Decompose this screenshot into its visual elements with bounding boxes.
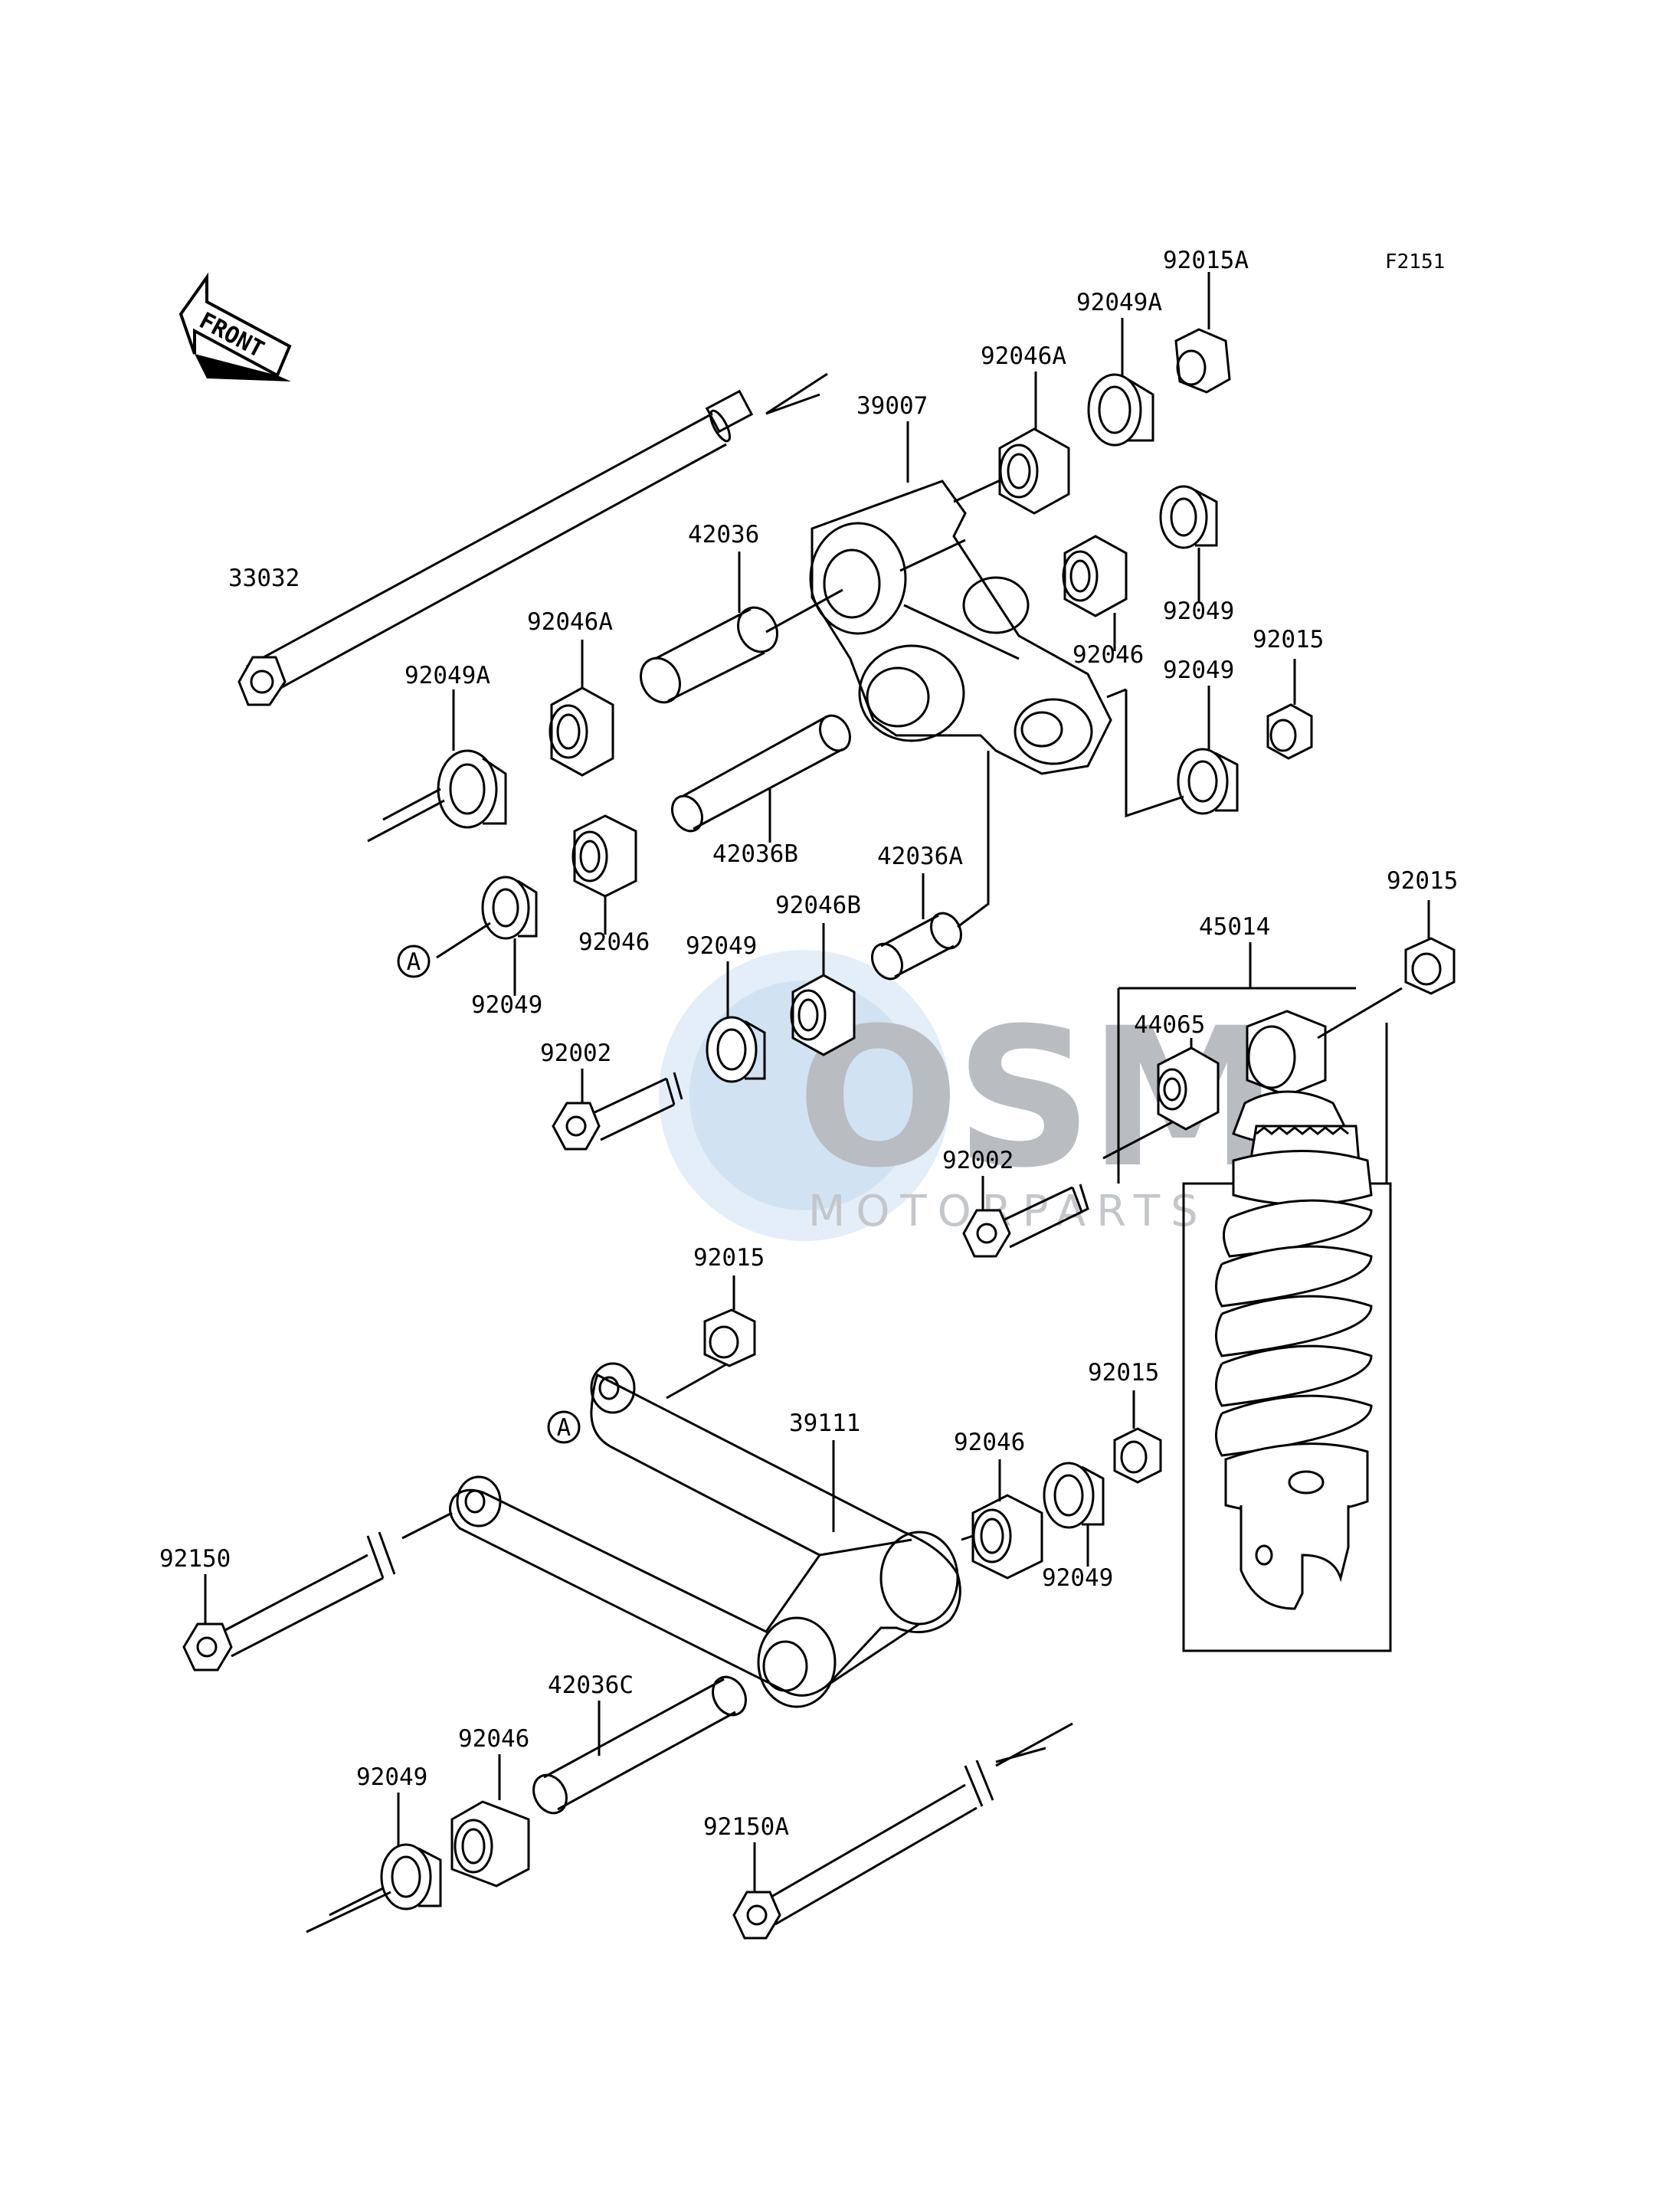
nut-92015-shock: [1404, 937, 1456, 995]
bearing-92046-left: [571, 814, 637, 898]
label-92049-r1: 92049: [1163, 598, 1234, 625]
label-92046-r1: 92046: [1073, 641, 1144, 669]
label-92015A-top: 92015A: [1163, 247, 1249, 274]
washer-92049A-top: [1087, 373, 1154, 447]
label-42036C: 42036C: [548, 1671, 634, 1699]
bolt-92150A: [732, 1722, 1073, 1940]
bearing-92046-right: [1062, 535, 1128, 617]
part-labels: 92015A 92049A 92046A 39007 42036 33032 9…: [159, 247, 1458, 1841]
sleeve-42036B: [671, 714, 851, 833]
washer-92049-link: [1043, 1462, 1105, 1529]
label-42036: 42036: [688, 521, 759, 548]
label-92046-link: 92046: [954, 1429, 1025, 1456]
label-92150: 92150: [159, 1545, 231, 1573]
label-92150A: 92150A: [703, 1813, 789, 1841]
label-92049-r2: 92049: [1163, 656, 1234, 684]
figure-code: F2151: [1385, 250, 1445, 273]
label-92046-left: 92046: [578, 928, 650, 956]
label-39111: 39111: [789, 1410, 860, 1437]
label-92002-right: 92002: [942, 1147, 1014, 1174]
label-92015-link2: 92015: [1088, 1359, 1159, 1387]
label-42036B: 42036B: [712, 840, 798, 868]
shaft-33032: [237, 372, 828, 706]
label-92049-bot: 92049: [356, 1763, 427, 1791]
label-42036A: 42036A: [877, 843, 963, 870]
washer-92049-bot: [306, 1843, 442, 1933]
ref-marker-a-top-label: A: [407, 948, 421, 976]
label-92049-link: 92049: [1042, 1564, 1113, 1592]
label-92015-r1: 92015: [1253, 626, 1324, 653]
label-92015-link: 92015: [693, 1244, 765, 1272]
bearing-92046B: [790, 974, 856, 1056]
ref-marker-a-bot: [547, 1410, 581, 1444]
nut-92015A-top: [1174, 328, 1231, 394]
label-92049-mid: 92049: [686, 932, 757, 960]
shock-absorber-45014: [1102, 987, 1403, 1652]
label-92049-left: 92049: [471, 991, 542, 1019]
rocker-arm-39007: [809, 480, 1112, 775]
sleeve-42036C: [532, 1675, 747, 1815]
link-39111: [449, 1362, 961, 1708]
nut-92015-link: [703, 1308, 756, 1367]
label-92046A-top: 92046A: [981, 342, 1066, 370]
label-44065: 44065: [1134, 1011, 1205, 1039]
label-39007: 39007: [856, 392, 928, 420]
label-92002-left: 92002: [540, 1040, 611, 1067]
label-92046A-left: 92046A: [527, 608, 613, 636]
collar-44065: [1157, 1046, 1220, 1131]
front-arrow-icon: FRONT: [178, 272, 292, 381]
washer-92049A-left: [367, 749, 507, 843]
sleeve-42036: [640, 588, 843, 704]
bearing-92046-bot: [450, 1800, 530, 1888]
label-92049A-left: 92049A: [404, 662, 490, 689]
label-33032: 33032: [228, 565, 300, 592]
bolt-92002-right: [962, 1184, 1089, 1258]
washer-92049-left: [436, 876, 538, 959]
label-92046-bot: 92046: [458, 1725, 529, 1753]
bearing-92046-link: [961, 1494, 1043, 1580]
label-92046B: 92046B: [775, 892, 861, 919]
bolt-92002-left: [552, 1072, 683, 1151]
nut-92015-r1: [1266, 703, 1313, 760]
washer-92049-r1: [1159, 485, 1218, 549]
nut-92015-link2: [1113, 1427, 1162, 1484]
ref-marker-a-top: [397, 945, 431, 978]
label-92015-shock: 92015: [1387, 867, 1458, 895]
label-45014: 45014: [1199, 913, 1270, 941]
bearing-92046A-left: [549, 686, 614, 777]
washer-92049-mid: [706, 1016, 766, 1083]
bolt-92150: [182, 1511, 453, 1671]
washer-92049-r2: [1106, 688, 1239, 818]
label-92049A-top: 92049A: [1076, 289, 1162, 316]
sleeve-42036A: [871, 751, 990, 981]
bearing-92046A-top: [998, 427, 1070, 515]
ref-marker-a-bot-label: A: [557, 1414, 571, 1442]
